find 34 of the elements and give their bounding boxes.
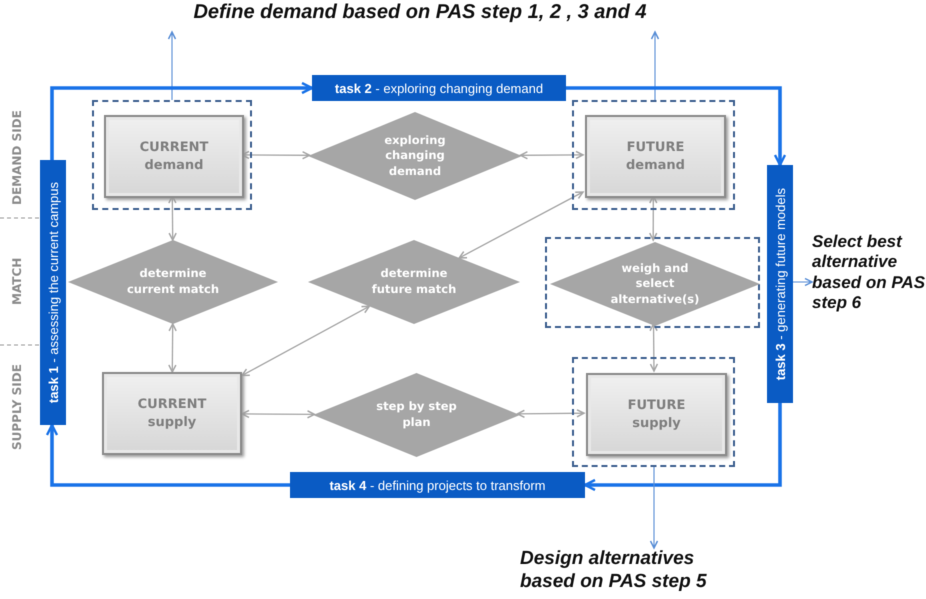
- banner-label: task 1 - assessing the current campus: [46, 182, 60, 404]
- side-label: MATCH: [10, 256, 25, 307]
- dashed-frame: [92, 100, 252, 210]
- diamond-label: exploring changing demand: [383, 132, 447, 180]
- box-label: FUTURE supply: [626, 396, 686, 432]
- diamond-label: weigh and select alternative(s): [610, 260, 700, 308]
- dashed-frame: [572, 100, 735, 210]
- decision-diamond: [313, 373, 520, 457]
- side-label: SUPPLY SIDE: [10, 364, 25, 452]
- diamond-label: determine future match: [370, 266, 458, 298]
- task-banner: [767, 165, 793, 403]
- box-label: FUTURE demand: [624, 138, 686, 174]
- dashed-frame: [572, 357, 735, 467]
- banner-label: task 3 - generating future models: [772, 188, 788, 380]
- diamond-label: step by step plan: [375, 399, 458, 431]
- process-box: [586, 373, 727, 456]
- process-box: [585, 115, 726, 198]
- task-banner: [290, 472, 585, 498]
- decision-diamond: [308, 240, 520, 324]
- process-box: [102, 372, 242, 455]
- diamond-label: determine current match: [126, 266, 220, 298]
- decision-diamond: [308, 112, 522, 200]
- banner-label: task 4 - defining projects to transform: [329, 478, 546, 492]
- banner-label: task 2 - exploring changing demand: [334, 80, 544, 96]
- task-banner: [312, 75, 566, 101]
- annotation-text: Design alternatives based on PAS step 5: [520, 548, 750, 598]
- task-banner: [40, 160, 66, 425]
- decision-diamond: [68, 240, 278, 324]
- annotation-text: Select best alternative based on PAS step 6: [812, 232, 926, 330]
- box-label: CURRENT demand: [138, 138, 210, 174]
- process-box: [104, 115, 244, 198]
- side-label: DEMAND SIDE: [10, 109, 25, 207]
- annotation-text: Define demand based on PAS step 1, 2 , 3 and 4: [150, 0, 690, 32]
- box-label: CURRENT supply: [136, 396, 208, 432]
